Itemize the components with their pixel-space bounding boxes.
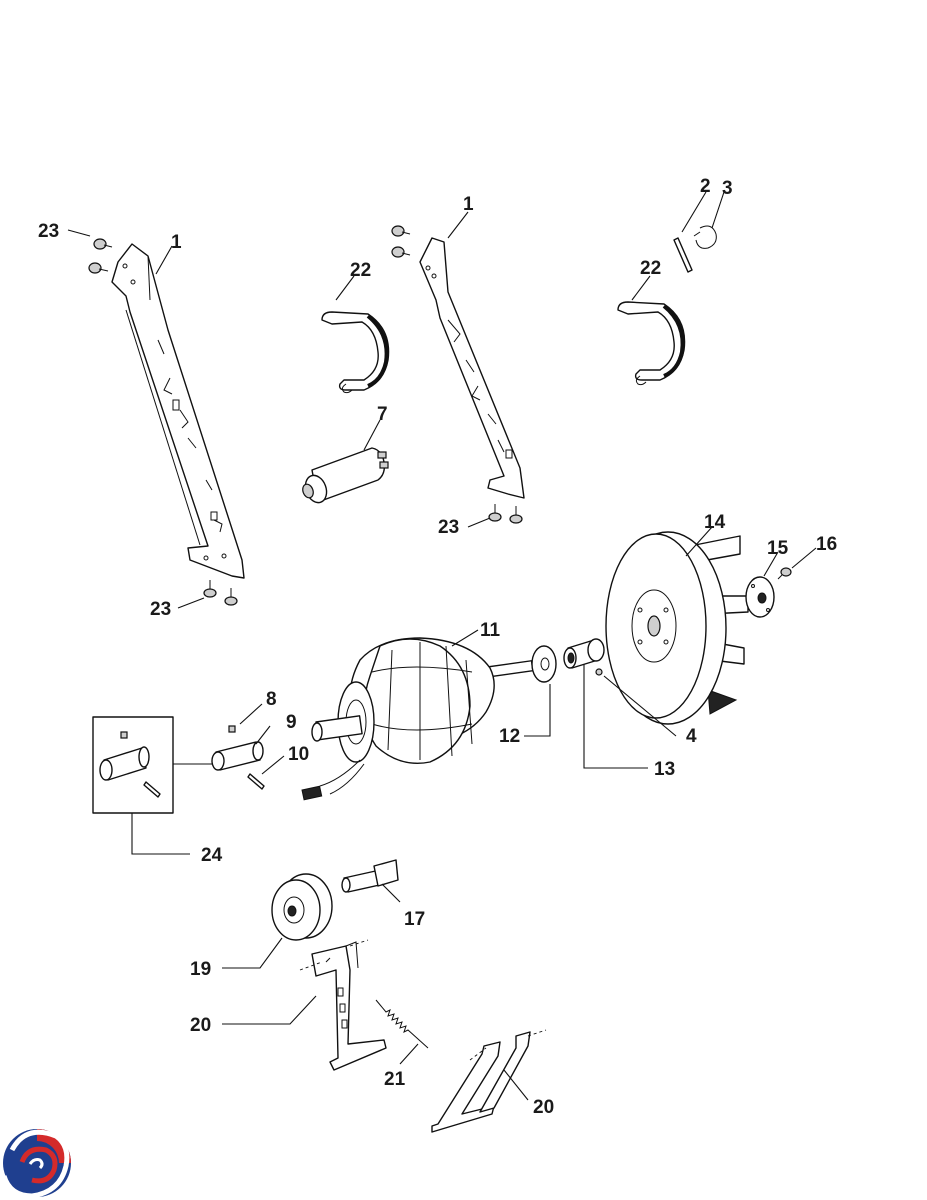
part-24-kit-box [92,716,174,814]
part-22-clip-right [617,301,686,386]
part-23-screws-bottom-left [203,580,238,606]
part-14-fan [605,531,749,725]
callout-15: 15 [767,538,789,559]
callout-23-bottom-left: 23 [150,599,171,620]
part-11-motor [301,637,534,801]
part-19-pulley [271,873,333,941]
part-22-clip-middle [321,311,390,394]
callout-23-top-left: 23 [38,221,59,242]
callout-4: 4 [686,726,697,747]
callout-1-middle: 1 [463,194,474,215]
part-20-bracket-left [299,939,387,1071]
callout-22-right: 22 [640,258,661,279]
part-2-pin [673,237,693,273]
callout-3: 3 [722,178,733,199]
callout-20-right: 20 [533,1097,554,1118]
part-23-screws-top-left [88,238,113,274]
callout-19: 19 [190,959,211,980]
part-1-left-bracket [111,243,245,579]
callout-7: 7 [377,404,388,425]
callout-8: 8 [266,689,277,710]
callout-2: 2 [700,176,711,197]
callout-21: 21 [384,1069,406,1090]
part-8-grub-screw [228,725,236,733]
part-23-screws-middle-top [391,225,411,258]
callout-16: 16 [816,534,837,555]
part-15-washer-plate [745,576,775,618]
callout-14: 14 [704,512,726,533]
callout-11: 11 [480,620,501,641]
part-10-pin [247,773,265,790]
part-13-hub [563,638,605,669]
part-12-washer [531,645,557,683]
callout-1-left: 1 [171,232,182,253]
callout-12: 12 [499,726,520,747]
part-1-middle-bracket [419,237,525,499]
callout-22-middle: 22 [350,260,371,281]
callout-10: 10 [288,744,309,765]
part-23-screws-middle-bottom [488,504,523,524]
callout-24: 24 [201,845,223,866]
part-17-shaft [341,859,399,893]
callout-labels: 23 1 23 22 7 1 23 2 3 22 14 15 16 11 12 … [38,176,837,1118]
part-7-capacitor [302,447,389,504]
part-21-spring [375,999,429,1049]
callout-9: 9 [286,712,297,733]
callout-13: 13 [654,759,675,780]
callout-17: 17 [404,909,425,930]
brand-swirl-logo [1,1129,71,1199]
callout-23-middle: 23 [438,517,459,538]
part-9-coupling [211,741,264,771]
leader-lines [67,191,817,1101]
part-3-spring-clip [693,225,717,249]
callout-20-left: 20 [190,1015,211,1036]
part-4-set-screw [595,668,603,676]
part-16-screw [777,567,792,580]
part-20-bracket-right [431,1029,547,1133]
